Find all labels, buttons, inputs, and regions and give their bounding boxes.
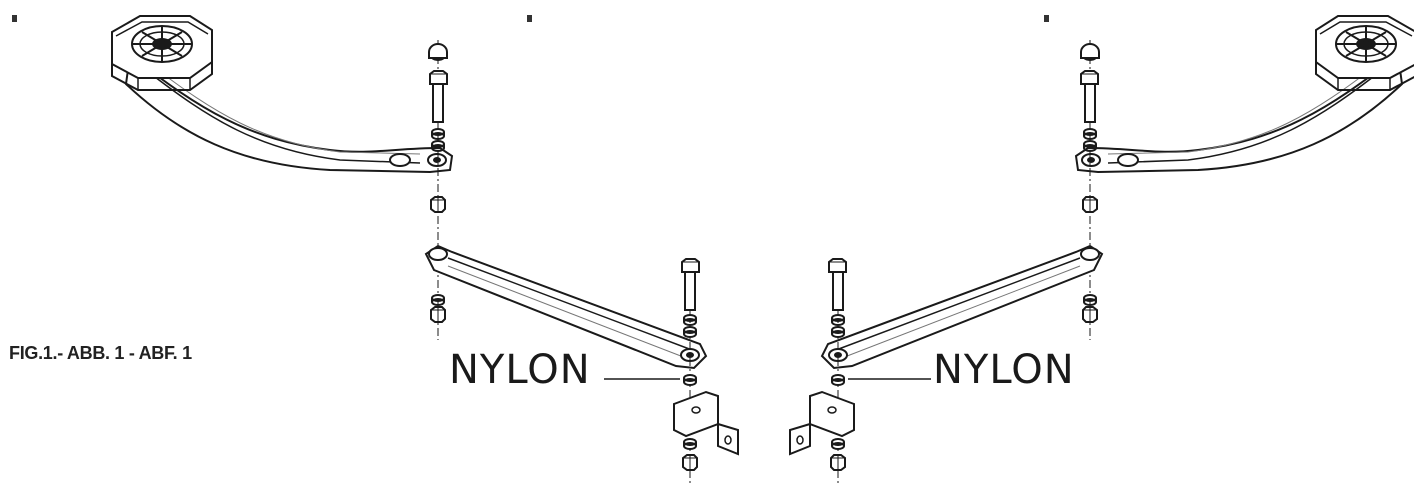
washer-icon bbox=[831, 438, 845, 450]
washer-icon bbox=[683, 314, 697, 326]
left-assembly bbox=[111, 15, 739, 483]
cap-nut-icon bbox=[428, 43, 448, 61]
cap-nut-icon bbox=[1080, 43, 1100, 61]
bolt-icon bbox=[1080, 70, 1099, 123]
bushing-icon bbox=[430, 196, 446, 213]
right-straight-arm bbox=[820, 244, 1104, 370]
nylon-washer-icon bbox=[831, 374, 845, 386]
bolt-icon bbox=[429, 70, 448, 123]
nut-icon bbox=[1082, 306, 1098, 323]
nylon-callout-left: NYLON bbox=[449, 347, 591, 393]
corner-marker bbox=[527, 15, 532, 22]
nut-icon bbox=[682, 454, 698, 471]
nylon-washer-icon bbox=[683, 374, 697, 386]
bolt-icon bbox=[828, 258, 847, 311]
corner-marker bbox=[1044, 15, 1049, 22]
bushing-icon bbox=[1082, 196, 1098, 213]
right-assembly bbox=[789, 15, 1414, 483]
right-curved-arm bbox=[1074, 53, 1404, 174]
washer-icon bbox=[831, 326, 845, 338]
washer-icon bbox=[831, 314, 845, 326]
nut-icon bbox=[830, 454, 846, 471]
nylon-callout-right: NYLON bbox=[933, 347, 1075, 393]
nut-icon bbox=[430, 306, 446, 323]
washer-icon bbox=[683, 438, 697, 450]
washer-icon bbox=[683, 326, 697, 338]
bolt-icon bbox=[681, 258, 700, 311]
corner-marker bbox=[12, 15, 17, 22]
figure-caption: FIG.1.- ABB. 1 - ABF. 1 bbox=[9, 343, 192, 363]
left-curved-arm bbox=[124, 53, 454, 174]
